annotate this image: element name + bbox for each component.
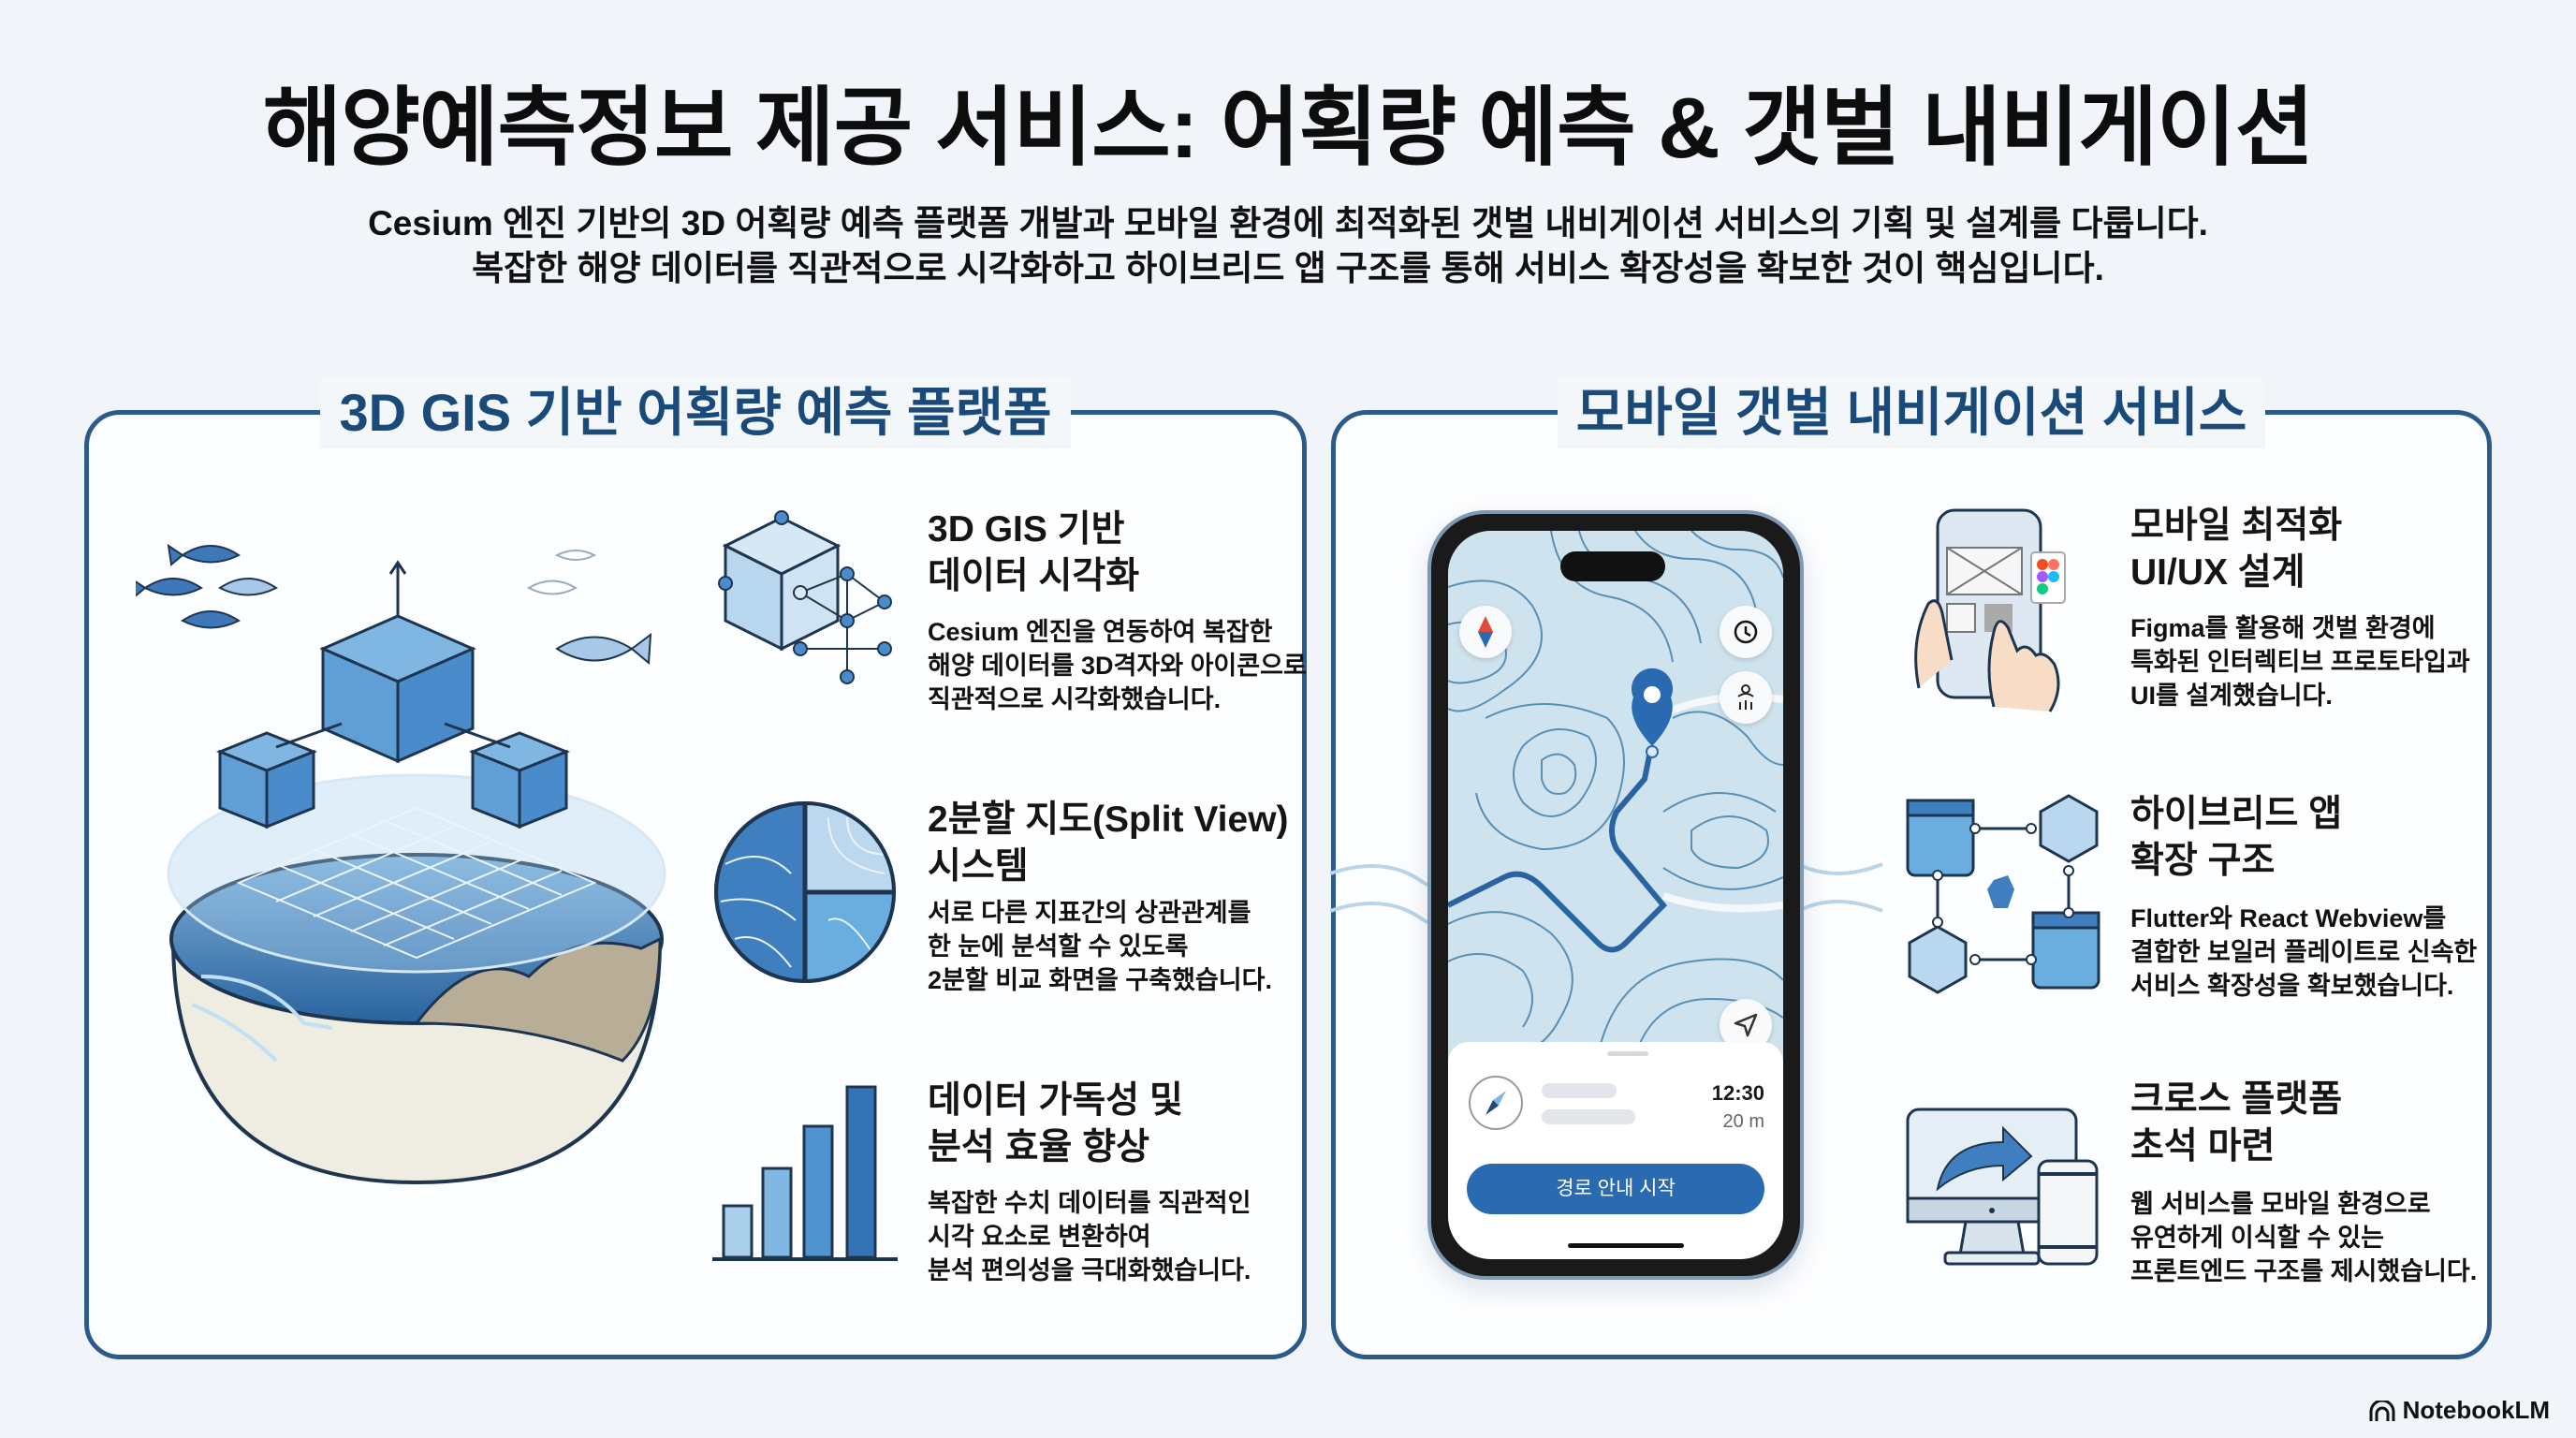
feature-title: 2분할 지도(Split View) xyxy=(928,800,1289,840)
arrival-time: 12:30 xyxy=(1711,1081,1764,1105)
navigation-arrow-icon xyxy=(1734,1013,1758,1037)
brand-name: NotebookLM xyxy=(2402,1396,2550,1424)
feature-desc: 복잡한 수치 데이터를 직관적인 xyxy=(928,1189,1251,1217)
hybrid-architecture-icon xyxy=(1906,794,2100,994)
feature-title: 확장 구조 xyxy=(2130,841,2276,881)
feature-title: 분석 효율 향상 xyxy=(928,1127,1149,1167)
panel-heading-gis: 3D GIS 기반 어획량 예측 플랫폼 xyxy=(320,377,1071,448)
placeholder-line xyxy=(1542,1083,1617,1098)
destination-pin-icon xyxy=(1632,668,1673,758)
phone-mockup: 12:30 20 m 경로 안내 시작 xyxy=(1427,510,1804,1280)
feature-desc: 결합한 보일러 플레이트로 신속한 xyxy=(2130,938,2478,966)
history-button[interactable] xyxy=(1720,606,1772,658)
sheet-grab-handle[interactable] xyxy=(1607,1051,1648,1056)
feature-desc: 분석 편의성을 극대화했습니다. xyxy=(928,1256,1251,1284)
feature-title: 크로스 플랫폼 xyxy=(2130,1079,2343,1120)
feature-split-view: 2분할 지도(Split View) 시스템 서로 다른 지표간의 상관관계를 … xyxy=(707,789,1306,1014)
feature-title: UI/UX 설계 xyxy=(2130,552,2305,593)
clock-icon xyxy=(1734,620,1758,644)
start-navigation-button[interactable]: 경로 안내 시작 xyxy=(1467,1164,1764,1214)
compass-icon xyxy=(1469,1076,1523,1130)
cube-network-icon xyxy=(718,510,892,684)
feature-desc: 직관적으로 시각화했습니다. xyxy=(928,685,1222,713)
feature-cross-platform: 크로스 플랫폼 초석 마련 웹 서비스를 모바일 환경으로 유연하게 이식할 수… xyxy=(1900,1077,2499,1301)
compass-icon xyxy=(1478,616,1493,648)
bar-chart-icon xyxy=(712,1085,898,1261)
page-subtitle: Cesium 엔진 기반의 3D 어획량 예측 플랫폼 개발과 모바일 환경에 … xyxy=(0,201,2576,291)
feature-desc: 시각 요소로 변환하여 xyxy=(928,1223,1151,1251)
gis-platform-panel: 3D GIS 기반 어획량 예측 플랫폼 xyxy=(84,377,1307,1359)
subtitle-line-1: Cesium 엔진 기반의 3D 어획량 예측 플랫폼 개발과 모바일 환경에 … xyxy=(368,204,2208,242)
feature-title: 데이터 가독성 및 xyxy=(928,1080,1183,1121)
page-title: 해양예측정보 제공 서비스: 어획량 예측 & 갯벌 내비게이션 xyxy=(262,81,2315,176)
feature-desc: Cesium 엔진을 연동하여 복잡한 xyxy=(928,618,1273,646)
home-indicator[interactable] xyxy=(1568,1243,1684,1248)
feature-mobile-uiux: 모바일 최적화 UI/UX 설계 Figma를 활용해 갯벌 환경에 특화된 인… xyxy=(1900,501,2499,726)
feature-desc: Flutter와 React Webview를 xyxy=(2130,904,2447,932)
feature-title: 하이브리드 앱 xyxy=(2130,794,2343,834)
feature-desc: 해양 데이터를 3D격자와 아이콘으로 xyxy=(928,652,1307,680)
phone-screen: 12:30 20 m 경로 안내 시작 xyxy=(1448,531,1783,1259)
feature-desc: UI를 설계했습니다. xyxy=(2130,682,2333,710)
feature-hybrid-app: 하이브리드 앱 확장 구조 Flutter와 React Webview를 결합… xyxy=(1900,791,2499,1016)
feature-desc: Figma를 활용해 갯벌 환경에 xyxy=(2130,614,2436,642)
globe-illustration-icon xyxy=(136,543,666,1185)
cross-platform-icon xyxy=(1906,1108,2099,1266)
feature-title: 데이터 시각화 xyxy=(928,556,1140,596)
tide-person-icon xyxy=(1737,684,1754,710)
feature-desc: 서로 다른 지표간의 상관관계를 xyxy=(928,899,1251,927)
feature-desc: 2분할 비교 화면을 구축했습니다. xyxy=(928,966,1272,994)
subtitle-line-2: 복잡한 해양 데이터를 직관적으로 시각화하고 하이브리드 앱 구조를 통해 서… xyxy=(472,249,2104,287)
feature-title: 3D GIS 기반 xyxy=(928,509,1125,550)
tide-info-button[interactable] xyxy=(1720,671,1772,724)
route-line xyxy=(1448,755,1668,953)
feature-title: 초석 마련 xyxy=(2130,1126,2276,1167)
mobile-wireframe-figma-icon xyxy=(1914,508,2066,712)
split-map-icon xyxy=(714,801,896,983)
feature-title: 모바일 최적화 xyxy=(2130,506,2343,546)
notebooklm-brand: NotebookLM xyxy=(2369,1396,2550,1425)
feature-desc: 특화된 인터렉티브 프로토타입과 xyxy=(2130,648,2470,676)
placeholder-line xyxy=(1542,1109,1635,1124)
feature-data-readability: 데이터 가독성 및 분석 효율 향상 복잡한 수치 데이터를 직관적인 시각 요… xyxy=(707,1070,1306,1295)
route-bottom-sheet: 12:30 20 m 경로 안내 시작 xyxy=(1448,1042,1783,1259)
panel-heading-navigation: 모바일 갯벌 내비게이션 서비스 xyxy=(1557,377,2266,448)
feature-desc: 서비스 확장성을 확보했습니다. xyxy=(2130,972,2454,1000)
feature-desc: 프론트엔드 구조를 제시했습니다. xyxy=(2130,1257,2478,1285)
notebooklm-logo-icon xyxy=(2369,1400,2395,1421)
remaining-distance: 20 m xyxy=(1722,1111,1764,1132)
compass-button[interactable] xyxy=(1459,606,1512,658)
dynamic-island xyxy=(1560,551,1665,581)
feature-title: 시스템 xyxy=(928,846,1029,887)
feature-desc: 웹 서비스를 모바일 환경으로 xyxy=(2130,1190,2431,1218)
feature-desc: 한 눈에 분석할 수 있도록 xyxy=(928,932,1189,961)
feature-desc: 유연하게 이식할 수 있는 xyxy=(2130,1224,2384,1252)
feature-3d-visualization: 3D GIS 기반 데이터 시각화 Cesium 엔진을 연동하여 복잡한 해양… xyxy=(707,499,1307,724)
